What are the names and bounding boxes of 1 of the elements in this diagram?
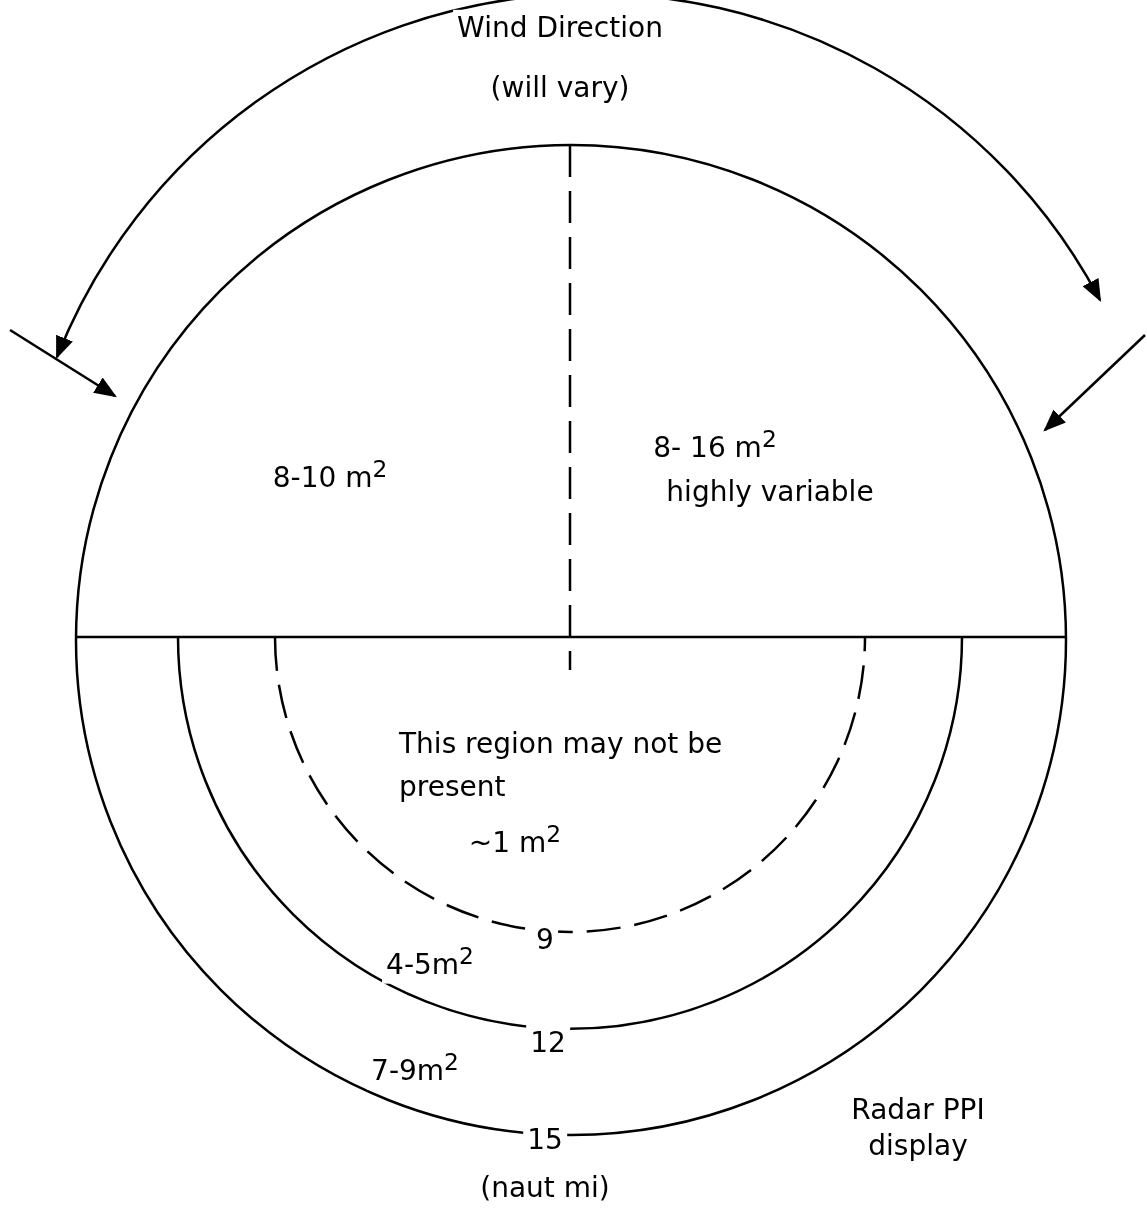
note: This region may not be present: [398, 726, 724, 806]
